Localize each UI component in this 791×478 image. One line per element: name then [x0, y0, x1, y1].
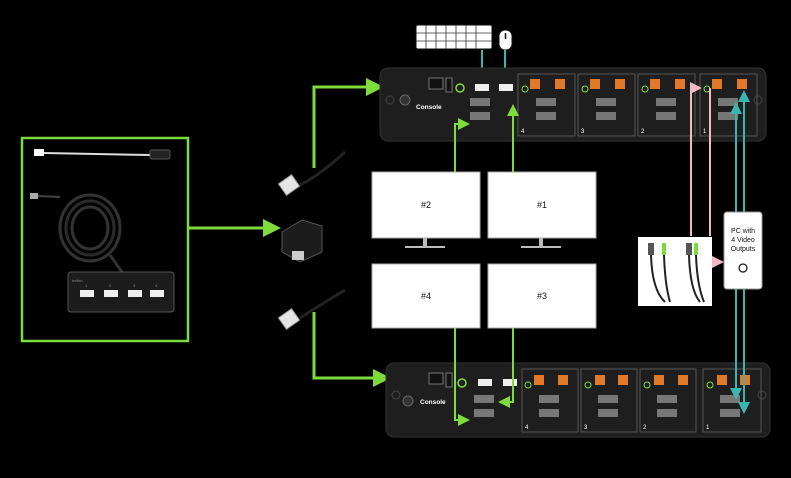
svg-text:3: 3 — [581, 129, 585, 135]
port-group-2: 2 — [639, 368, 697, 433]
audio-usb-cable-photo — [638, 237, 712, 306]
rj45-cable-lower-icon — [277, 288, 346, 331]
ethernet-cable-icon — [34, 149, 171, 160]
monitor-4: #4 — [371, 263, 481, 329]
svg-text:2: 2 — [643, 425, 647, 431]
svg-text:2: 2 — [109, 283, 112, 288]
coiled-cable-icon — [30, 193, 124, 273]
svg-text:1: 1 — [85, 283, 88, 288]
port-group-3: 3 — [580, 368, 638, 433]
svg-text:3: 3 — [133, 283, 136, 288]
monitor-1: #1 — [487, 171, 597, 248]
monitor-label: #4 — [421, 291, 431, 301]
svg-text:1: 1 — [703, 129, 707, 135]
rj45-cable-upper-icon — [277, 150, 347, 197]
mouse-icon — [498, 29, 513, 51]
monitor-2-to-top-switch-line — [454, 118, 470, 172]
console-label: Console — [416, 104, 442, 111]
monitor-3-to-bottom-switch-line — [498, 328, 514, 408]
keyboard-icon — [415, 24, 493, 50]
console-label: Console — [420, 399, 446, 406]
monitor-label: #1 — [537, 200, 547, 210]
pc-box: PC with 4 Video Outputs — [723, 211, 763, 290]
port-group-2: 2 — [637, 73, 696, 137]
monitor-label: #3 — [537, 291, 547, 301]
kvm-switch-bottom: Console 4 3 2 1 — [385, 362, 771, 438]
pc-label-line2: 4 Video — [731, 237, 755, 244]
ethernet-splitter-icon — [281, 219, 323, 263]
cable-to-bottom-switch-line — [312, 312, 391, 387]
pc-label-line1: PC with — [731, 228, 755, 235]
accessory-kit-box: belkin 1 2 3 4 — [20, 136, 190, 343]
monitor-3: #3 — [487, 263, 597, 329]
hub-brand-text: belkin — [72, 278, 82, 283]
svg-text:2: 2 — [641, 129, 645, 135]
monitor-label: #2 — [421, 200, 431, 210]
monitor-4-to-bottom-switch-line — [454, 328, 470, 426]
svg-text:4: 4 — [155, 283, 158, 288]
svg-text:1: 1 — [706, 425, 710, 431]
pc-label-line3: Outputs — [731, 246, 756, 253]
svg-text:3: 3 — [584, 425, 588, 431]
port-group-1: 1 — [699, 73, 758, 137]
svg-text:4: 4 — [525, 425, 529, 431]
cable-to-top-switch-line — [312, 78, 384, 168]
monitor-2: #2 — [371, 171, 481, 248]
port-group-4: 4 — [521, 368, 579, 433]
usb-hub-icon: belkin 1 2 3 4 — [67, 271, 175, 313]
svg-text:4: 4 — [521, 129, 525, 135]
kvm-switch-top: Console 4 3 2 1 — [379, 67, 767, 142]
port-group-3: 3 — [577, 73, 636, 137]
